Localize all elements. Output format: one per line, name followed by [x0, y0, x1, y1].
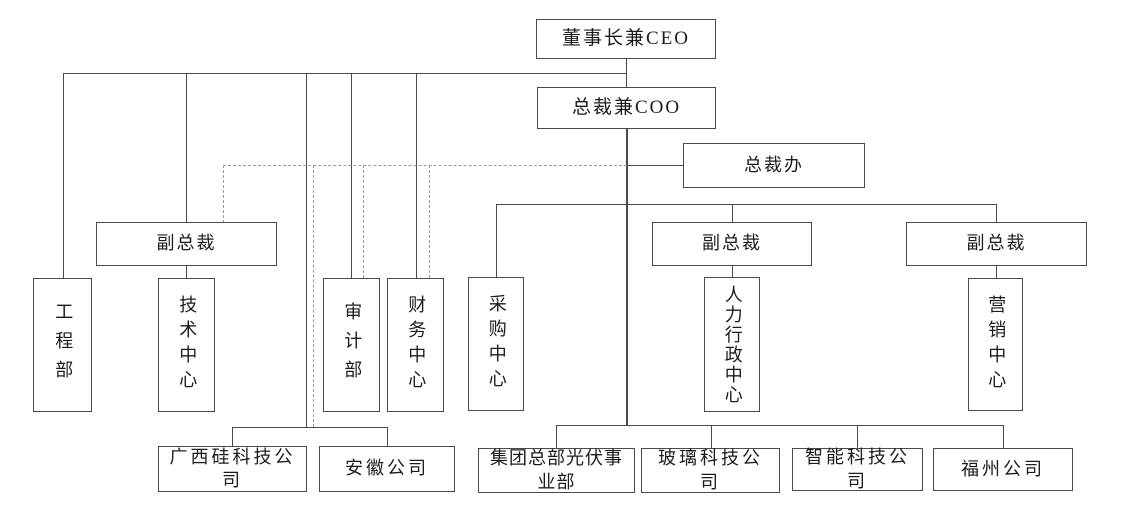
dashed-drop-bottom-left-group: [313, 165, 314, 427]
org-node-president-office: 总裁办: [683, 143, 865, 188]
org-node-finance-center: 财务中心: [387, 278, 444, 412]
org-node-anhui-company: 安徽公司: [319, 446, 455, 492]
org-node-vp-left: 副总裁: [96, 222, 277, 266]
org-node-coo: 总裁兼COO: [537, 87, 716, 129]
drop-vp-right: [996, 204, 997, 222]
org-node-vp-mid: 副总裁: [652, 222, 812, 266]
connector-ceo-coo: [626, 58, 627, 87]
connector-vp-mid-hr-admin: [732, 265, 733, 277]
org-node-ceo: 董事长兼CEO: [536, 19, 716, 59]
bus-ceo-horizontal: [63, 73, 627, 74]
drop-guangxi-silicon: [232, 427, 233, 446]
org-node-hr-admin-center: 人力行政中心: [704, 277, 760, 412]
drop-vp-mid: [732, 204, 733, 222]
org-node-procurement-center: 采购中心: [468, 277, 524, 411]
dashed-drop-vp-left: [223, 165, 224, 223]
org-node-fuzhou-company: 福州公司: [933, 448, 1073, 491]
org-node-group-hq-pv-division: 集团总部光伏事业部: [478, 448, 635, 493]
connector-vp-left-technology: [186, 265, 187, 278]
dashed-drop-finance-center: [429, 165, 430, 278]
org-node-smart-tech-company: 智能科技公司: [792, 447, 923, 491]
spine-coo-vertical: [626, 128, 628, 425]
org-node-glass-tech-company: 玻璃科技公司: [641, 448, 780, 493]
drop-procurement-center: [496, 204, 497, 277]
connector-coo-president-office: [627, 165, 683, 166]
drop-audit-dept: [351, 73, 352, 278]
dashed-drop-audit-dept: [363, 165, 364, 278]
org-node-audit-dept: 审计部: [323, 278, 380, 412]
bus-coo-horizontal: [496, 204, 996, 205]
org-node-technology-center: 技术中心: [158, 278, 215, 412]
bus-bottom-left-group: [232, 427, 387, 428]
bus-bottom-right-group: [556, 425, 1003, 426]
drop-group-pv-division: [556, 425, 557, 448]
drop-engineering-dept: [63, 73, 64, 278]
org-node-guangxi-silicon-company: 广西硅科技公司: [158, 446, 307, 492]
drop-smart-tech: [857, 425, 858, 448]
org-node-engineering-dept: 工程部: [33, 278, 92, 412]
drop-anhui-company: [387, 427, 388, 446]
connector-vp-right-marketing: [996, 265, 997, 278]
dashed-bus-president-office: [223, 165, 627, 166]
drop-glass-tech: [711, 425, 712, 448]
drop-finance-center: [416, 73, 417, 278]
drop-fuzhou-company: [1003, 425, 1004, 448]
drop-ceo-bottom-left-group: [306, 73, 307, 427]
drop-vp-left: [186, 73, 187, 222]
org-node-vp-right: 副总裁: [906, 222, 1087, 266]
org-node-marketing-center: 营销中心: [968, 278, 1023, 411]
